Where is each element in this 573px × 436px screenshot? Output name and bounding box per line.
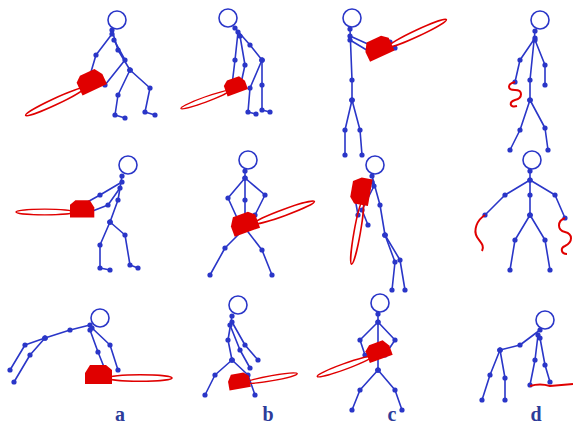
- chainsaw: [16, 200, 94, 217]
- worker-figure: [219, 9, 270, 114]
- chainsaw: [177, 75, 248, 113]
- rope: [530, 384, 573, 386]
- rope: [509, 82, 521, 106]
- chainsaw: [339, 176, 373, 265]
- worker-figure: [485, 151, 565, 270]
- chainsaw: [362, 8, 449, 62]
- rope: [559, 218, 571, 254]
- worker-figure: [210, 151, 272, 275]
- panel-letter: c: [388, 404, 397, 424]
- chainsaw: [227, 363, 298, 390]
- chainsaw: [85, 365, 172, 384]
- rope: [475, 215, 485, 251]
- worker-figure: [510, 11, 549, 150]
- worker-figure: [343, 9, 395, 155]
- chainsaw: [20, 67, 107, 121]
- panel-letter: b: [262, 404, 273, 424]
- chainsaw: [228, 189, 316, 237]
- worker-figure: [88, 11, 155, 118]
- panel-letter: d: [530, 404, 541, 424]
- panel-letter: a: [115, 404, 125, 424]
- chainsaw: [313, 339, 392, 382]
- worker-figure: [482, 311, 554, 400]
